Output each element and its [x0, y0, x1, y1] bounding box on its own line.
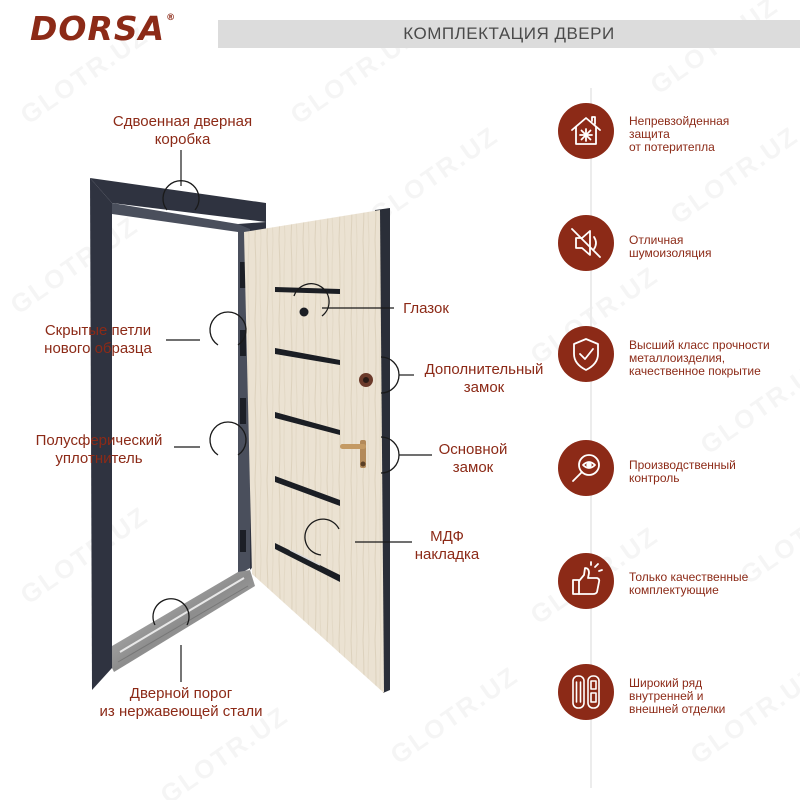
watermark: GLOTR.UZ — [645, 0, 785, 101]
column-divider — [590, 88, 592, 788]
muted-speaker-icon — [558, 215, 614, 271]
callout-peephole: Глазок — [403, 300, 449, 317]
brand-logo: DORSA® — [30, 9, 177, 48]
decorative-inserts — [275, 287, 340, 582]
leader-lines — [166, 150, 432, 682]
shield-check-icon — [558, 326, 614, 382]
extra-lock — [359, 373, 373, 387]
magnifier-eye-icon — [558, 440, 614, 496]
door-illustration — [90, 150, 432, 693]
thumbs-up-icon — [558, 553, 614, 609]
hinge — [240, 398, 246, 424]
mdf-panel — [244, 210, 384, 693]
header-bar: КОМПЛЕКТАЦИЯ ДВЕРИ — [218, 20, 800, 48]
page-title: КОМПЛЕКТАЦИЯ ДВЕРИ — [403, 24, 615, 43]
peephole — [299, 307, 309, 317]
hinge — [240, 530, 246, 552]
hinge — [240, 330, 246, 356]
main-lock — [340, 440, 366, 468]
house-snowflake-icon — [558, 103, 614, 159]
door-panels-icon — [558, 664, 614, 720]
hinge — [240, 262, 246, 288]
threshold — [112, 570, 255, 672]
